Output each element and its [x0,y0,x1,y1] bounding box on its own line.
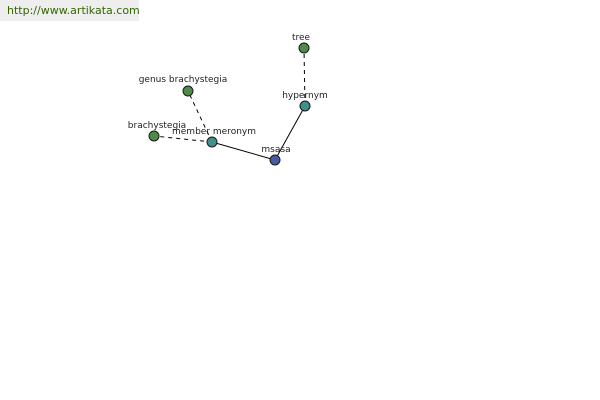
url-banner: http://www.artikata.com [0,0,140,21]
edge-member-meronym-to-genus-brachystegia [187,90,213,143]
nodes-layer [148,42,311,166]
edge-member-meronym-to-brachystegia [153,135,213,143]
node-label-hypernym: hypernym [282,91,328,101]
node-label-msasa: msasa [261,145,290,155]
edges-layer [153,47,306,161]
node-brachystegia[interactable] [148,130,160,142]
edge-msasa-to-hypernym [274,105,306,161]
source-url-link[interactable]: http://www.artikata.com [7,4,140,17]
labels-layer: msasa hypernym tree member meronym genus bra… [128,33,328,155]
edge-hypernym-to-tree [303,47,306,107]
node-tree[interactable] [298,42,310,54]
edge-msasa-to-member-meronym [211,141,276,161]
node-member-meronym[interactable] [206,136,218,148]
node-msasa[interactable] [269,154,281,166]
node-label-member-meronym: member meronym [172,127,256,137]
node-label-tree: tree [292,33,311,43]
node-hypernym[interactable] [299,100,311,112]
node-label-genus-brachystegia: genus brachystegia [139,75,228,85]
node-genus-brachystegia[interactable] [182,85,194,97]
node-label-brachystegia: brachystegia [128,121,186,131]
